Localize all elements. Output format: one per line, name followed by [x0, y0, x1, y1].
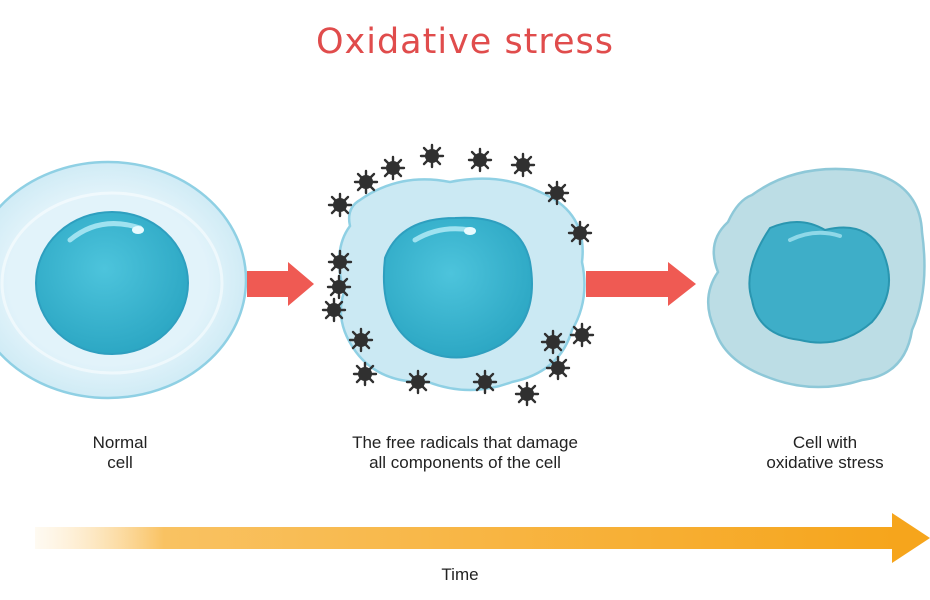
free-radical-icon [419, 143, 445, 169]
free-radical-icon [510, 152, 536, 178]
free-radical-icon [540, 329, 566, 355]
time-arrow [35, 513, 930, 563]
caption-line: Normal [92, 433, 148, 452]
stressed-cell-icon [706, 167, 926, 389]
time-label: Time [441, 565, 479, 584]
free-radical-icon [327, 249, 353, 275]
caption-line: Cell with [792, 433, 858, 452]
damaged-cell-icon [338, 177, 586, 392]
caption-line: The free radicals that damage [352, 433, 578, 452]
free-radical-icon [472, 369, 498, 395]
right-arrow-icon [586, 262, 696, 306]
free-radical-icon [514, 381, 540, 407]
caption-line: oxidative stress [766, 453, 884, 472]
free-radical-icon [352, 361, 378, 387]
free-radicals-caption: The free radicals that damage all compon… [300, 433, 630, 473]
right-arrow-icon [247, 262, 314, 306]
page-title: Oxidative stress [315, 22, 615, 62]
free-radical-icon [567, 220, 593, 246]
free-radical-icon [405, 369, 431, 395]
free-radical-icon [544, 180, 570, 206]
free-radical-icon [353, 169, 379, 195]
normal-cell-caption: Normal cell [45, 433, 195, 473]
free-radical-icon [545, 355, 571, 381]
free-radical-icon [326, 274, 352, 300]
free-radical-icon [467, 147, 493, 173]
free-radical-icon [327, 192, 353, 218]
free-radical-icon [569, 322, 595, 348]
caption-line: cell [107, 453, 133, 472]
normal-cell-icon [0, 160, 248, 400]
free-radical-icon [348, 327, 374, 353]
caption-line: all components of the cell [369, 453, 561, 472]
free-radical-icon [321, 297, 347, 323]
free-radical-icon [380, 155, 406, 181]
stressed-cell-caption: Cell with oxidative stress [735, 433, 915, 473]
